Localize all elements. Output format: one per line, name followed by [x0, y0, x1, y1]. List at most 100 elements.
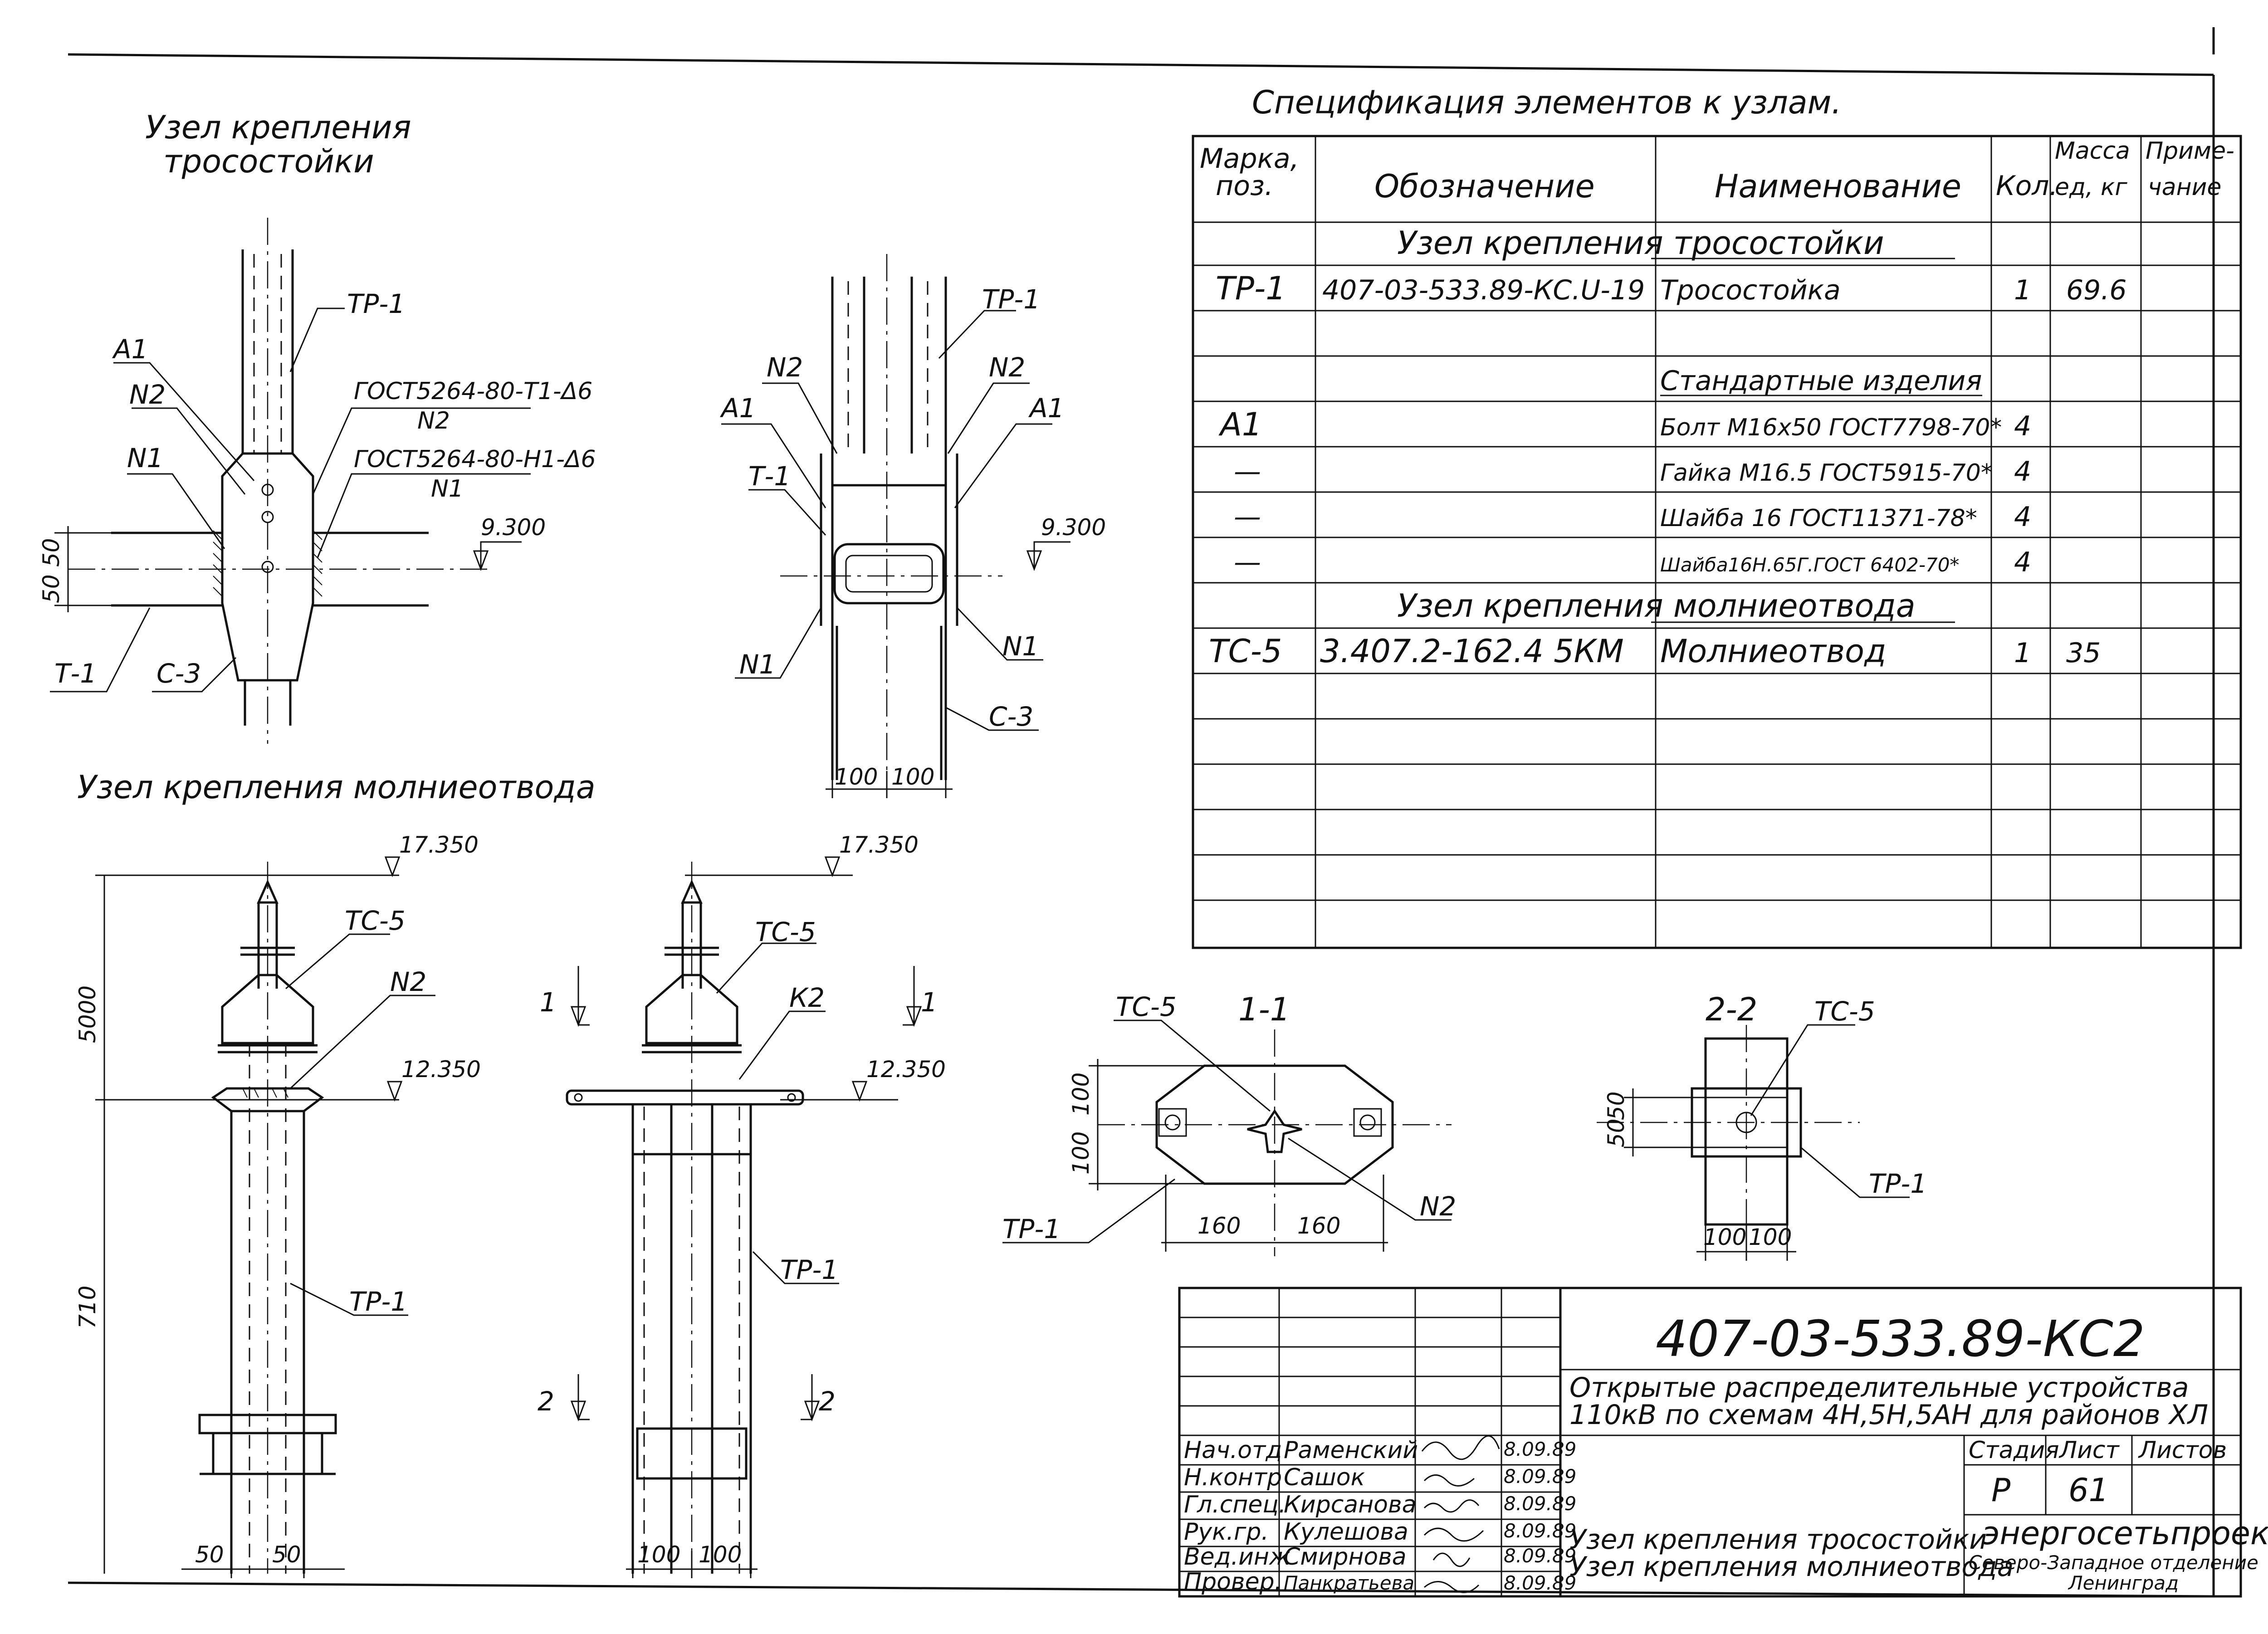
v3-dim-5000: 5000	[74, 985, 101, 1043]
v4-label-k2: К2	[789, 982, 825, 1013]
stamp-role-4: Рук.гр.	[1184, 1518, 1269, 1546]
sec22-label-tp1: ТР-1	[1869, 1168, 1927, 1199]
spec-r5-mark: —	[1234, 456, 1261, 488]
sec11-dim-160a: 160	[1198, 1213, 1241, 1239]
spec-r7-qty: 4	[2014, 546, 2031, 578]
spec-r1-mass: 69.6	[2066, 274, 2127, 306]
v4-section-2-right: 2	[819, 1386, 836, 1417]
spec-h-name: Наименование	[1715, 168, 1961, 205]
spec-r4-qty: 4	[2014, 410, 2031, 442]
v2-label-t1: Т-1	[748, 461, 791, 492]
spec-h-mark-1: Марка,	[1200, 143, 1299, 175]
spec-h-note-2: чание	[2148, 174, 2221, 201]
v4-label-tc5: ТС-5	[755, 917, 816, 947]
sec11-dim-100a: 100	[1068, 1073, 1094, 1116]
spec-h-designation: Обозначение	[1374, 168, 1595, 205]
signature-marks	[1421, 1435, 1500, 1593]
spec-r1-designation: 407-03-533.89-КС.U-19	[1322, 274, 1645, 306]
stamp-date-6: 8.09.89	[1504, 1572, 1576, 1594]
v1-label-gost2: ГОСТ5264-80-Н1-Δ6	[354, 446, 596, 473]
stamp-role-6: Провер.	[1184, 1568, 1282, 1595]
spec-r4-mark: А1	[1218, 406, 1262, 443]
stamp-project-2: 110кВ по схемам 4Н,5Н,5АН для районов ХЛ	[1569, 1399, 2208, 1431]
stamp-name-5: Смирнова	[1284, 1543, 1407, 1571]
v2-label-a1-left: А1	[719, 393, 756, 424]
stamp-role-3: Гл.спец.	[1184, 1491, 1286, 1518]
spec-h-mass-1: Масса	[2055, 137, 2130, 165]
v2-dim-100b: 100	[891, 764, 934, 790]
stamp-title-2: Узел крепления молниеотвода	[1569, 1551, 2014, 1583]
stamp-date-3: 8.09.89	[1504, 1493, 1576, 1515]
node1-title-line2: тросостойки	[163, 143, 374, 180]
stamp-date-1: 8.09.89	[1504, 1438, 1576, 1460]
node2-title: Узел крепления молниеотвода	[77, 769, 596, 806]
sec11-label-n2: N2	[1420, 1191, 1456, 1222]
stamp-org-2: Северо-Западное отделение	[1969, 1551, 2258, 1574]
v1-label-gost1: ГОСТ5264-80-Т1-Δ6	[354, 378, 592, 405]
spec-r1-qty: 1	[2014, 274, 2031, 306]
sec11-dim-160b: 160	[1297, 1213, 1340, 1239]
v1-label-gost2-sub: N1	[431, 475, 464, 502]
sheet-frame	[68, 27, 2215, 1598]
spec-section-1: Узел крепления тросостойки	[1397, 224, 1884, 262]
v3-dim-50a: 50	[195, 1541, 224, 1568]
stamp-name-2: Сашок	[1284, 1464, 1365, 1491]
spec-r5-qty: 4	[2014, 456, 2031, 488]
spec-r7-name: Шайба16Н.65Г.ГОСТ 6402-70*	[1660, 554, 1959, 576]
spec-r4-name: Болт М16х50 ГОСТ7798-70*	[1660, 414, 2002, 441]
v1-label-gost1-sub: N2	[417, 407, 450, 434]
stamp-role-2: Н.контр	[1184, 1464, 1282, 1491]
v3-elev-17350: 17.350	[399, 832, 479, 858]
spec-r9-mass: 35	[2066, 637, 2101, 669]
view-node-post-side: ТР-1 N2 N2 А1 А1 Т-1 9.300 N1 N1 С-3 100…	[719, 254, 1106, 798]
spec-r1-mark: ТР-1	[1216, 270, 1286, 307]
v2-dim-100a: 100	[835, 764, 878, 790]
title-block: 407-03-533.89-КС2 Открытые распределител…	[1178, 1287, 2268, 1598]
stamp-role-1: Нач.отд	[1184, 1437, 1282, 1464]
spec-r7-mark: —	[1234, 546, 1261, 578]
v1-dim-50a: 50	[38, 538, 64, 567]
spec-r9-mark: ТС-5	[1209, 633, 1282, 670]
v2-label-n2-right: N2	[989, 352, 1025, 383]
view-rod-elevation: 17.350 5000 710 12.350 ТС-5 N2	[74, 832, 481, 1578]
v1-label-tp1: ТР-1	[347, 288, 405, 319]
sec11-title: 1-1	[1238, 991, 1290, 1028]
spec-r5-name: Гайка М16.5 ГОСТ5915-70*	[1660, 459, 1993, 487]
v1-label-n2: N2	[129, 379, 166, 410]
v4-dim-100a: 100	[637, 1541, 680, 1568]
spec-section-2: Узел крепления молниеотвода	[1397, 587, 1916, 624]
spec-r1-name: Тросостойка	[1660, 274, 1841, 306]
stamp-sheet: 61	[2068, 1472, 2109, 1509]
sec22-dim-100a: 100	[1703, 1224, 1746, 1250]
v1-elev-9300: 9.300	[481, 514, 546, 541]
stamp-sheet-h: Лист	[2058, 1437, 2120, 1464]
v4-label-tp1: ТР-1	[780, 1254, 838, 1285]
v3-label-tc5: ТС-5	[345, 905, 406, 936]
stamp-name-4: Кулешова	[1284, 1518, 1408, 1546]
stamp-role-5: Вед.инж	[1184, 1543, 1290, 1571]
v4-section-1-right: 1	[921, 987, 938, 1018]
v3-label-n2: N2	[390, 966, 426, 997]
spec-h-note-1: Приме-	[2146, 137, 2234, 165]
spec-r9-name: Молниеотвод	[1660, 633, 1886, 670]
v2-label-n2-left: N2	[767, 352, 803, 383]
spec-title: Спецификация элементов к узлам.	[1252, 84, 1842, 121]
v2-elev-9300: 9.300	[1041, 514, 1106, 541]
sec11-label-tp1: ТР-1	[1002, 1214, 1061, 1244]
v4-section-1-left: 1	[540, 987, 557, 1018]
v2-label-a1-right: А1	[1028, 393, 1065, 424]
node1-title-line1: Узел крепления	[145, 109, 411, 146]
v3-dim-50b: 50	[272, 1541, 301, 1568]
v2-label-n1-left: N1	[739, 649, 776, 680]
v1-label-t1: Т-1	[54, 658, 97, 689]
stamp-date-2: 8.09.89	[1504, 1465, 1576, 1488]
stamp-name-6: Панкратьева	[1284, 1572, 1414, 1594]
stamp-stage: Р	[1991, 1472, 2011, 1509]
spec-r6-mark: —	[1234, 501, 1261, 533]
v2-label-c3: С-3	[989, 701, 1033, 732]
stamp-org-1: энергосетьпроект	[1982, 1515, 2268, 1552]
sec22-dim-50a: 50	[1603, 1091, 1629, 1120]
v3-label-tp1: ТР-1	[349, 1286, 407, 1317]
stamp-date-4: 8.09.89	[1504, 1520, 1576, 1542]
stamp-org-3: Ленинград	[2068, 1572, 2179, 1594]
